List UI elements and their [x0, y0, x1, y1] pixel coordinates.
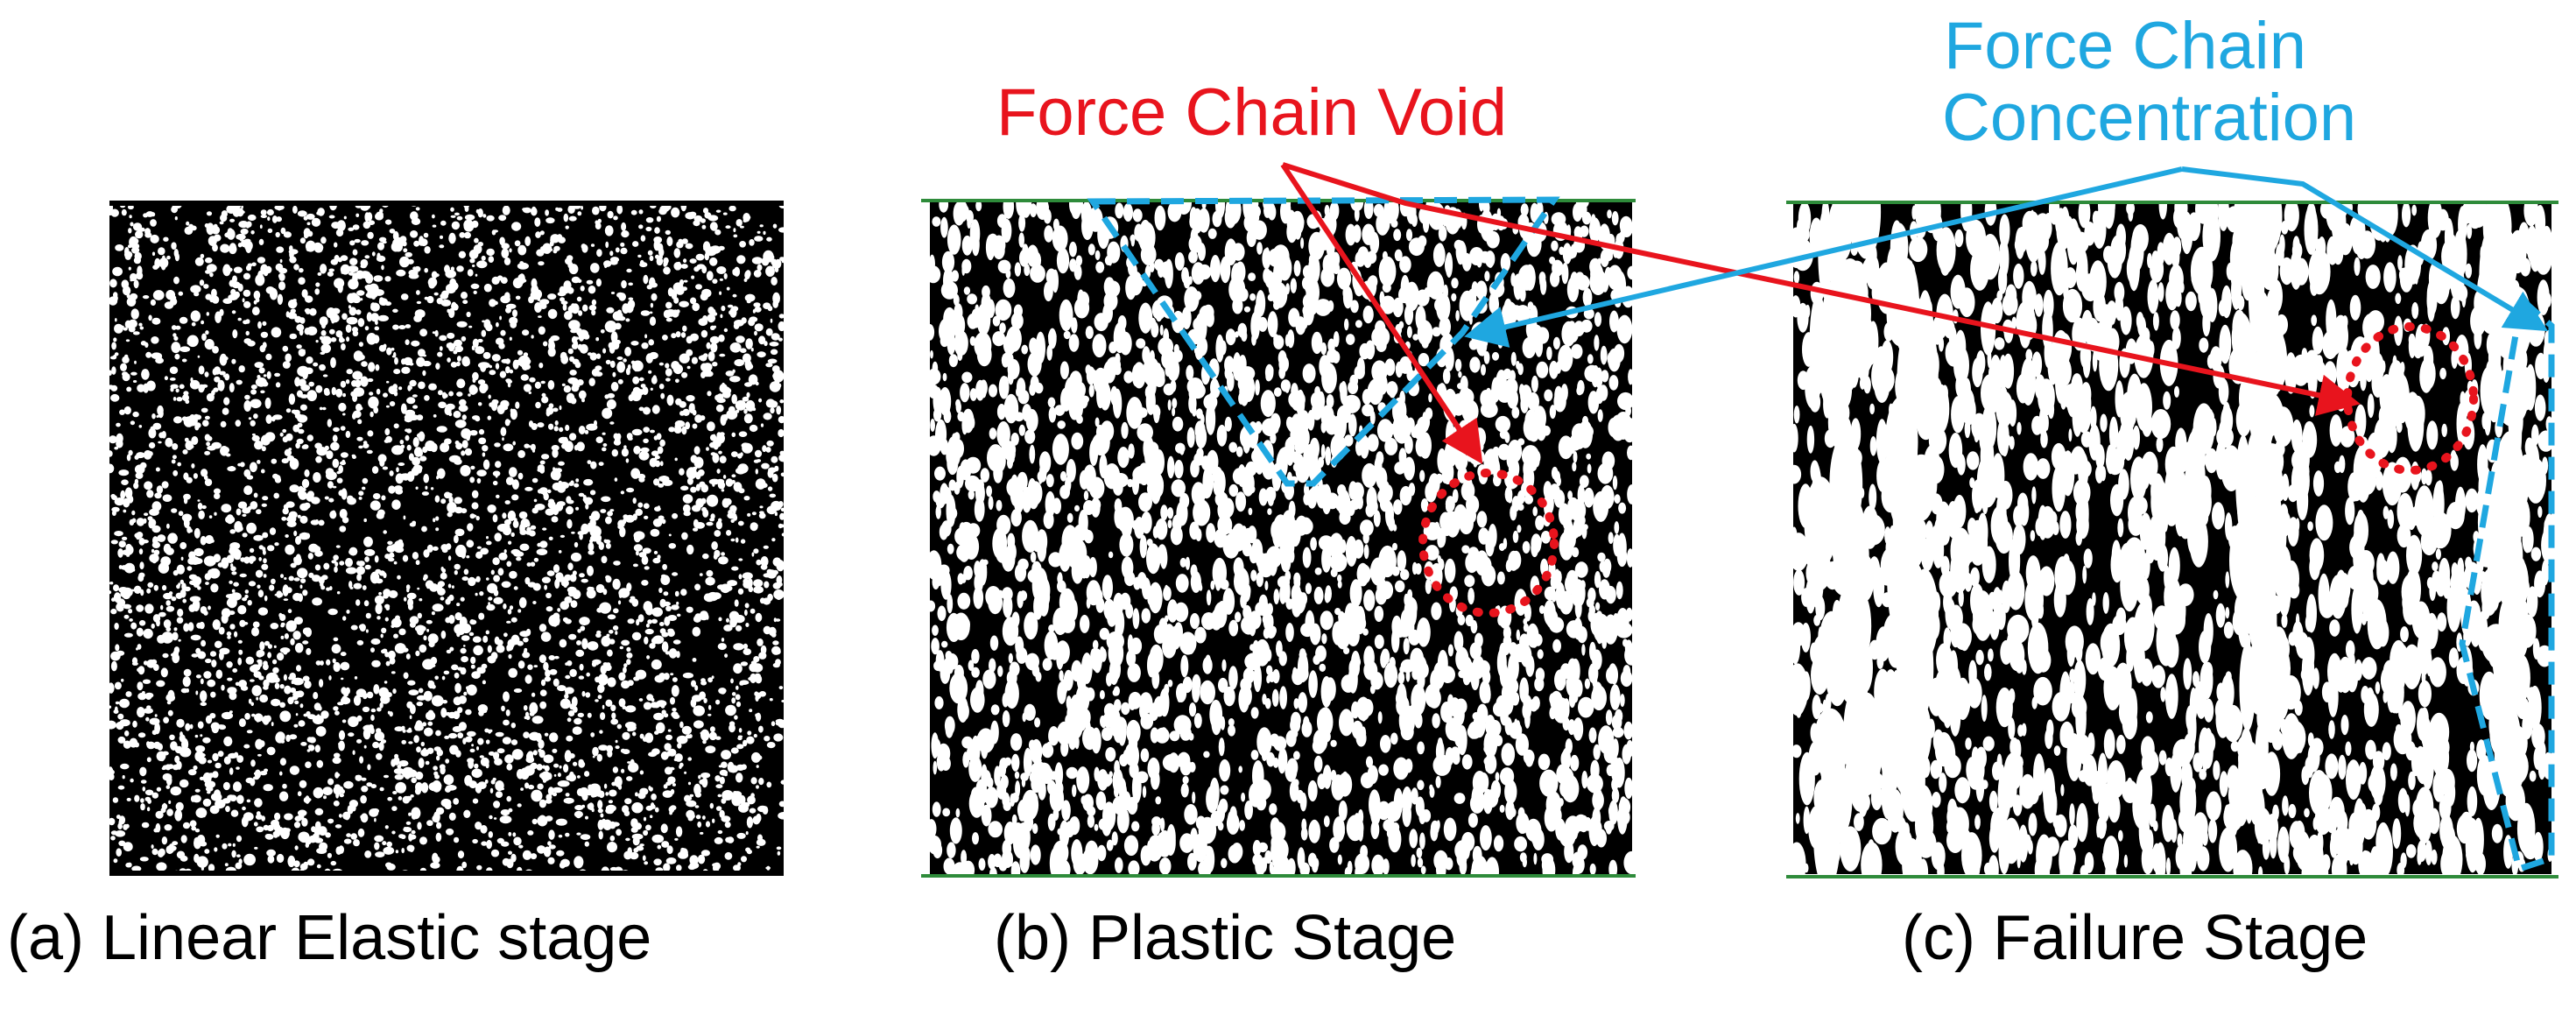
concentration-region-b	[1087, 196, 1560, 487]
caption-panel-c: (c) Failure Stage	[1902, 903, 2368, 973]
void-region-b	[1418, 469, 1559, 617]
concentration-arrow-b	[1464, 166, 2183, 348]
concentration-region-c	[2459, 293, 2555, 873]
panel-a-force-network	[109, 201, 784, 876]
void-arrow-c	[1282, 162, 2361, 416]
concentration-arrow-c	[2181, 166, 2549, 332]
void-label-text: Force Chain Void	[996, 75, 1507, 150]
concentration-label-line2: Concentration	[1942, 81, 2357, 156]
force-chain-concentration-label: Force Chain Concentration	[1942, 9, 2357, 156]
panel-b-force-network	[921, 199, 1636, 878]
concentration-label-line1: Force Chain	[1944, 9, 2306, 83]
caption-panel-a: (a) Linear Elastic stage	[7, 903, 652, 973]
caption-panel-b: (b) Plastic Stage	[994, 903, 1457, 973]
force-chain-void-label: Force Chain Void	[996, 75, 1507, 150]
void-region-c	[2343, 322, 2478, 475]
panel-c-force-network	[1786, 201, 2558, 878]
void-arrow-b	[1280, 163, 1483, 464]
